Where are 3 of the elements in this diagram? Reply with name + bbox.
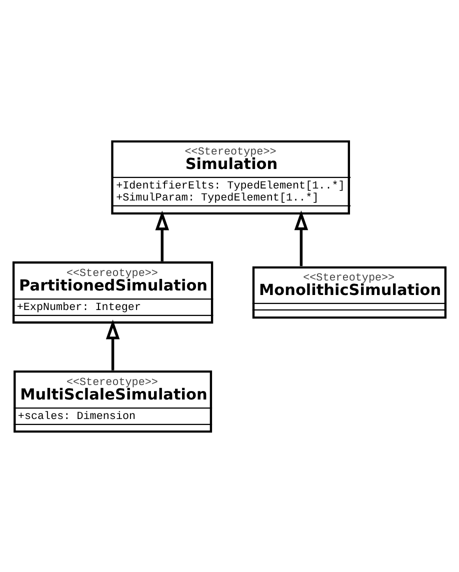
arrow	[155, 210, 170, 261]
arrow	[106, 319, 120, 370]
arrow	[294, 210, 308, 266]
